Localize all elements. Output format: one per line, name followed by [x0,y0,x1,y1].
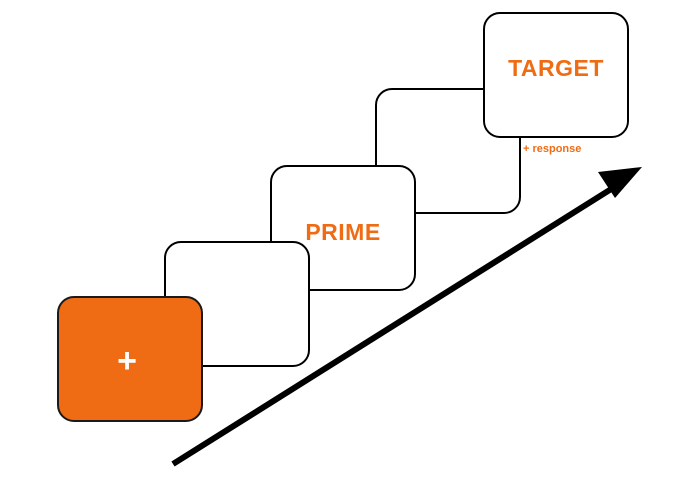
time-arrow-head [598,167,642,198]
response-note: + response [523,143,582,155]
fixation-card: + [57,296,203,422]
prime-label: PRIME [305,218,381,245]
target-label: TARGET [508,54,604,81]
fixation-cross: + [117,342,137,380]
target-card: TARGET [483,12,629,138]
prime-card: PRIME [270,165,416,291]
